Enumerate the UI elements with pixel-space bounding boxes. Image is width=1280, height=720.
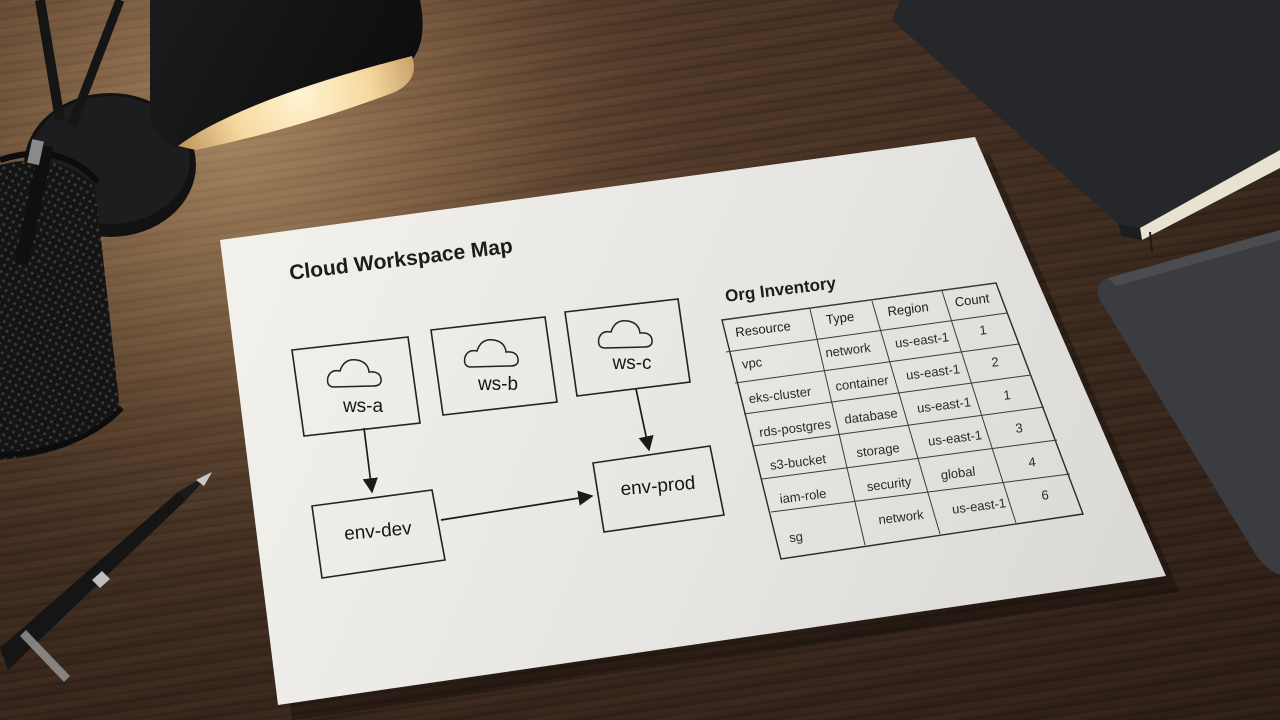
edge-ws-c-env-prod xyxy=(635,388,654,452)
node-ws-b xyxy=(430,316,558,416)
cloud-icon xyxy=(463,338,519,368)
cloud-icon xyxy=(597,319,653,349)
paper-sheet xyxy=(220,137,1180,720)
edge-env-dev-env-prod xyxy=(440,490,594,521)
node-ws-c xyxy=(564,298,691,397)
lamp-bulb-glow-icon xyxy=(178,56,414,150)
diagram xyxy=(291,298,725,579)
node-env-prod xyxy=(592,445,725,533)
edge-ws-a-env-dev xyxy=(362,427,378,494)
cloud-icon xyxy=(326,358,382,388)
pen xyxy=(0,472,212,682)
notebook-top xyxy=(892,0,1280,253)
inventory-table xyxy=(721,282,1084,560)
pen-holder xyxy=(0,139,124,460)
node-env-dev xyxy=(311,489,446,579)
notebook-bottom xyxy=(1097,230,1280,575)
node-ws-a xyxy=(291,336,421,437)
